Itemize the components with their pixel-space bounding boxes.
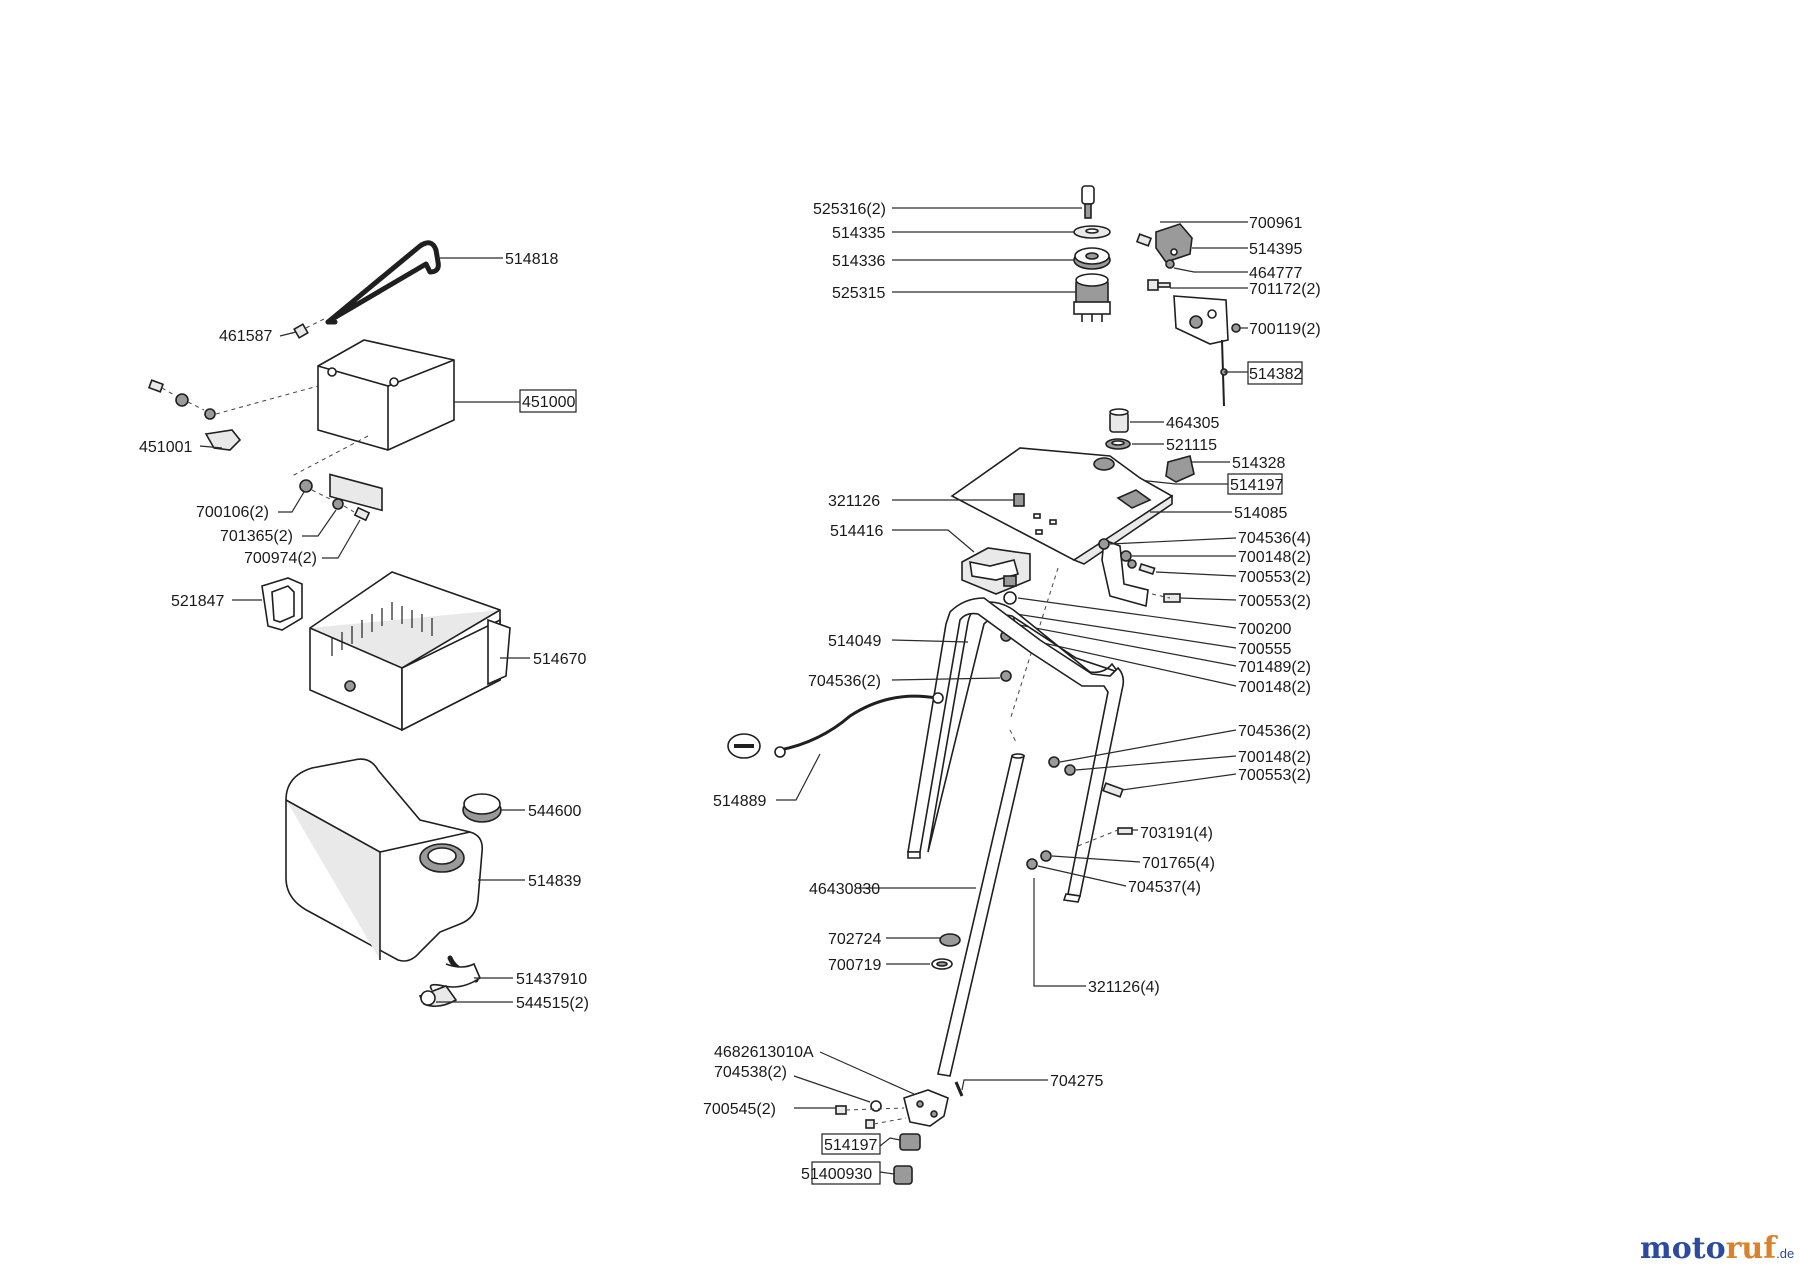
control-rod-part (1220, 339, 1303, 407)
part-label-701765: 701765(4) (1142, 855, 1215, 872)
part-label-525316: 525316(2) (813, 201, 886, 218)
collar-702724-part (886, 933, 961, 970)
motoruf-logo: motoruf.de (1640, 1231, 1794, 1266)
fuel-hose-part (418, 955, 513, 1008)
svg-text:motoruf.de: motoruf.de (1640, 1231, 1794, 1266)
part-label-704536a: 704536(4) (1238, 530, 1311, 547)
part-label-514197a: 514197 (1230, 477, 1283, 494)
part-label-514085: 514085 (1234, 505, 1287, 522)
steering-shaft-part (860, 729, 1026, 1077)
part-label-704275: 704275 (1050, 1073, 1103, 1090)
bolt-set-part (278, 435, 371, 559)
battery-part (317, 339, 577, 512)
part-label-700553a: 700553(2) (1238, 569, 1311, 586)
screw-461587-part (279, 317, 327, 339)
pin-704275-part (954, 1079, 1048, 1097)
dashboard-plate-part (950, 447, 1232, 608)
clip-321126-part (892, 493, 1025, 507)
part-label-704536b: 704536(2) (808, 673, 881, 690)
part-label-521115: 521115 (1166, 437, 1217, 454)
handle-frame-part (891, 597, 1125, 903)
tank-cap-part (462, 793, 525, 823)
clip-321126-set-part (1033, 878, 1086, 987)
part-label-451000: 451000 (522, 394, 575, 411)
part-label-703191: 703191(4) (1140, 825, 1213, 842)
part-label-46430830: 46430830 (809, 881, 880, 898)
part-label-51437910: 51437910 (516, 971, 587, 988)
part-label-514889: 514889 (713, 793, 766, 810)
part-label-514839: 514839 (528, 873, 581, 890)
logo-text-part2: ruf (1726, 1231, 1779, 1266)
logo-text-part1: moto (1640, 1231, 1726, 1266)
washer-514335-part (892, 225, 1111, 239)
part-label-464305: 464305 (1166, 415, 1219, 432)
switch-514328-part (1107, 455, 1283, 495)
part-label-704536c: 704536(2) (1238, 723, 1311, 740)
nut-704536-part (891, 677, 1001, 681)
part-label-514395: 514395 (1249, 241, 1302, 258)
part-label-700148b: 700148(2) (1238, 679, 1311, 696)
part-label-700553b: 700553(2) (1238, 593, 1311, 610)
part-label-514049: 514049 (828, 633, 881, 650)
part-label-701172: 701172(2) (1249, 281, 1321, 298)
ring-nut-514336-part (892, 247, 1111, 270)
ignition-switch-part (892, 273, 1111, 322)
part-label-700148c: 700148(2) (1238, 749, 1311, 766)
fuel-tank-part (285, 758, 525, 962)
part-label-700553c: 700553(2) (1238, 767, 1311, 784)
logo-text-suffix: .de (1776, 1246, 1794, 1261)
part-label-321126b: 321126(4) (1088, 979, 1160, 996)
part-label-704537: 704537(4) (1128, 879, 1201, 896)
part-label-700719: 700719 (828, 957, 881, 974)
part-label-700961: 700961 (1249, 215, 1302, 232)
part-label-701489: 701489(2) (1238, 659, 1311, 676)
part-label-51400930: 51400930 (801, 1166, 872, 1183)
part-label-4682613010A: 4682613010A (714, 1044, 814, 1061)
part-label-544515: 544515(2) (516, 995, 589, 1012)
battery-tray-part (309, 571, 530, 732)
clamp-521847-part (232, 577, 303, 631)
part-label-321126a: 321126 (828, 493, 880, 510)
part-label-514336: 514336 (832, 253, 885, 270)
part-label-700148a: 700148(2) (1238, 549, 1311, 566)
part-label-514382: 514382 (1249, 366, 1302, 383)
part-label-701365: 701365(2) (220, 528, 293, 545)
part-label-700200: 700200 (1238, 621, 1291, 638)
part-label-700545: 700545(2) (703, 1101, 776, 1118)
part-label-451001: 451001 (139, 439, 192, 456)
part-label-461587: 461587 (219, 328, 272, 345)
switch-assembly-part (1135, 221, 1248, 273)
part-label-521847: 521847 (171, 593, 224, 610)
part-label-514328: 514328 (1232, 455, 1285, 472)
switch-bracket-part (1173, 295, 1248, 345)
bushing-464305-part (1105, 408, 1164, 450)
bolt-701172-part (1147, 279, 1248, 291)
part-label-544600: 544600 (528, 803, 581, 820)
part-label-514818: 514818 (505, 251, 558, 268)
part-label-700119: 700119(2) (1249, 321, 1321, 338)
part-label-514335: 514335 (832, 225, 885, 242)
battery-strap-part (325, 240, 503, 325)
part-label-514416: 514416 (830, 523, 883, 540)
ignition-key-part (892, 185, 1095, 219)
part-label-464777: 464777 (1249, 265, 1302, 282)
handle-fasteners-right-part (1026, 729, 1237, 887)
battery-cable-part (727, 692, 944, 801)
terminal-cover-part (147, 379, 319, 451)
dashboard-fasteners-part (1098, 537, 1237, 603)
part-label-704538: 704538(2) (714, 1064, 787, 1081)
part-label-525315: 525315 (832, 285, 885, 302)
steering-coupling-part (793, 1051, 949, 1185)
part-label-700974: 700974(2) (244, 550, 317, 567)
part-label-702724: 702724 (828, 931, 881, 948)
part-label-700555: 700555 (1238, 641, 1291, 658)
part-label-514670: 514670 (533, 651, 586, 668)
part-label-514197b: 514197 (824, 1137, 877, 1154)
part-label-700106: 700106(2) (196, 504, 269, 521)
